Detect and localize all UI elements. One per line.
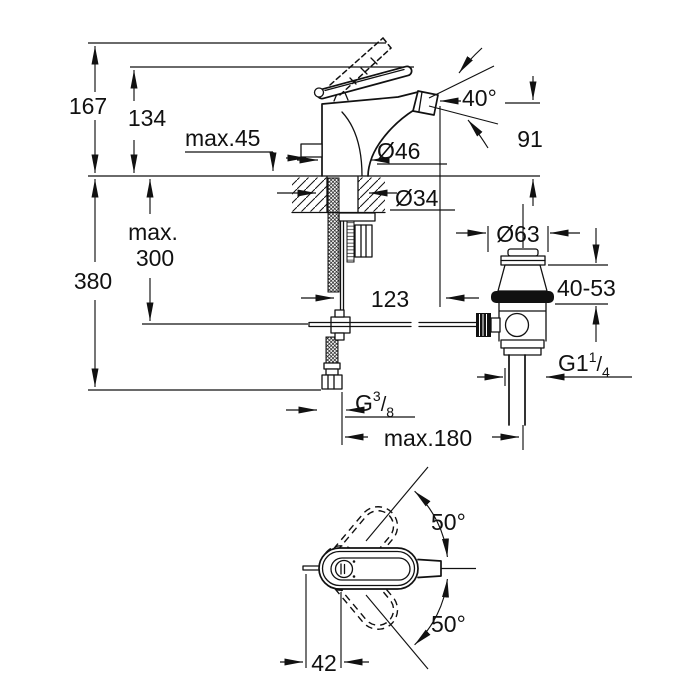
dim-hole-diameter-34: Ø34 [277,185,455,211]
dim-swivel-top-50: 50° [431,509,466,535]
rod-coupler [330,316,351,334]
spout-angle-label: 40° [462,85,497,111]
reference-lines [88,42,540,391]
spout-reach-label: 123 [371,286,409,312]
mounting-hardware [338,212,376,263]
top-view-body [302,547,442,590]
dim-max-reach-180: max.180 [341,392,519,451]
spout-stub [417,558,442,579]
below-deck-label: 380 [74,268,112,294]
handle-height-label: 134 [128,105,167,131]
dim-rod-offset-42: 42 [280,574,369,676]
faucet-handle-raised [329,37,392,96]
supply-thread-label: G3/8 [355,388,394,420]
swivel-top-label: 50° [431,509,466,535]
rod-offset-label: 42 [311,650,337,676]
handle-front-cap [313,87,325,98]
dim-spout-reach-123: 123 [301,286,479,312]
side-view: 40° 91 167 134 max.45 [69,37,632,451]
waste-flange-seal [491,291,554,303]
dim-max-hose-300: max. 300 [128,179,178,321]
dim-below-deck-380: 380 [74,179,112,387]
pop-up-waste [476,204,554,450]
dim-waste-thread-g114: G11/4 [477,349,632,386]
faucet-spout-aerator [412,90,439,116]
mounting-deck [291,176,386,214]
faucet-handle [313,65,413,100]
body-side-tab [300,143,323,158]
dim-max-deck-thickness: max.45 [185,125,306,171]
total-height-label: 167 [69,93,107,119]
top-view: 50° 50° 42 [280,466,476,676]
dim-swivel-bottom-50: 50° [431,611,466,637]
dim-waste-range-40-53: 40-53 [548,228,616,342]
max-hose-value: 300 [136,245,174,271]
dim-total-height-167: 167 [69,46,107,173]
rod-top-view [302,565,320,571]
deck-thickness-label: max.45 [185,125,260,151]
hose-end-nut [321,374,343,390]
dim-body-diameter-46: Ø46 [297,138,447,165]
body-diameter-label: Ø46 [377,138,420,164]
supply-hose [321,177,343,390]
max-hose-word: max. [128,219,178,245]
spout-height-label: 91 [517,126,543,152]
waste-diameter-label: Ø63 [496,221,539,247]
waste-thread-label: G11/4 [558,349,610,380]
waste-range-label: 40-53 [557,275,616,301]
dim-spout-height-91: 91 [517,76,543,206]
swivel-bottom-label: 50° [431,611,466,637]
dim-supply-thread-g38: G3/8 [286,388,415,420]
dim-handle-height-134: 134 [128,70,167,173]
top-view-handle-arcs [365,466,476,670]
pop-up-rod [308,220,478,341]
max-reach-label: max.180 [384,425,472,451]
dim-waste-diameter-63: Ø63 [456,221,580,252]
dim-spout-angle-40: 40° [428,47,540,149]
hole-diameter-label: Ø34 [395,185,439,211]
